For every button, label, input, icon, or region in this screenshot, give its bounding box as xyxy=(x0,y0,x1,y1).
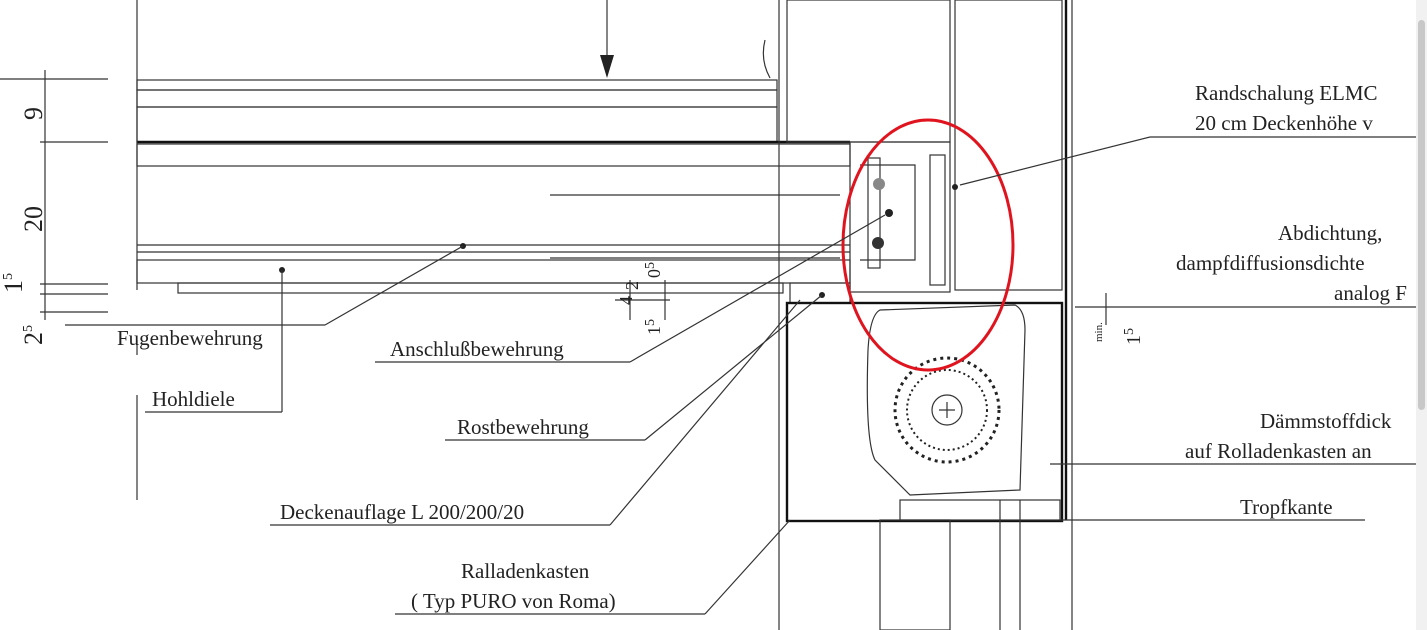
label-hohldiele: Hohldiele xyxy=(152,387,235,411)
highlight-ellipse xyxy=(841,118,1015,372)
label-randschalung-2: 20 cm Deckenhöhe v xyxy=(1195,111,1373,135)
dim-4: 4 xyxy=(616,296,636,305)
dim-25: 25 xyxy=(19,325,48,345)
rebar xyxy=(279,178,958,298)
dim-2: 2 xyxy=(622,281,642,290)
dimension-lines xyxy=(0,0,1416,500)
leader-lines xyxy=(65,136,1416,615)
label-ralladenkasten-2: ( Typ PURO von Roma) xyxy=(411,589,616,613)
label-anschlussbewehrung: Anschlußbewehrung xyxy=(390,337,564,361)
scrollbar-thumb[interactable] xyxy=(1418,20,1425,410)
label-deckenauflage: Deckenauflage L 200/200/20 xyxy=(280,500,524,524)
dim-min: min. xyxy=(1093,322,1105,342)
label-abdichtung-2: dampfdiffusionsdichte xyxy=(1176,251,1365,275)
label-tropfkante: Tropfkante xyxy=(1240,495,1333,519)
label-daemmstoff-1: Dämmstoffdick xyxy=(1260,409,1392,433)
label-ralladenkasten-1: Ralladenkasten xyxy=(461,559,590,583)
label-abdichtung-1: Abdichtung, xyxy=(1278,221,1382,245)
dim-15-mid: 15 xyxy=(643,319,664,335)
roller-shutter-box xyxy=(785,301,1064,630)
floor-slab xyxy=(136,79,851,294)
dim-20: 20 xyxy=(19,206,48,232)
load-arrow xyxy=(600,0,614,78)
label-daemmstoff-2: auf Rolladenkasten an xyxy=(1185,439,1372,463)
label-rostbewehrung: Rostbewehrung xyxy=(457,415,589,439)
dim-05: 05 xyxy=(643,262,664,278)
vertical-scrollbar[interactable] xyxy=(1416,0,1427,630)
label-fugenbewehrung: Fugenbewehrung xyxy=(117,326,263,350)
label-abdichtung-3: analog F xyxy=(1334,281,1407,305)
label-randschalung-1: Randschalung ELMC xyxy=(1195,81,1378,105)
wall-section xyxy=(762,0,1073,630)
dim-15-left: 15 xyxy=(0,273,28,293)
dim-15-right: 15 xyxy=(1122,328,1145,345)
dim-9: 9 xyxy=(19,107,48,120)
